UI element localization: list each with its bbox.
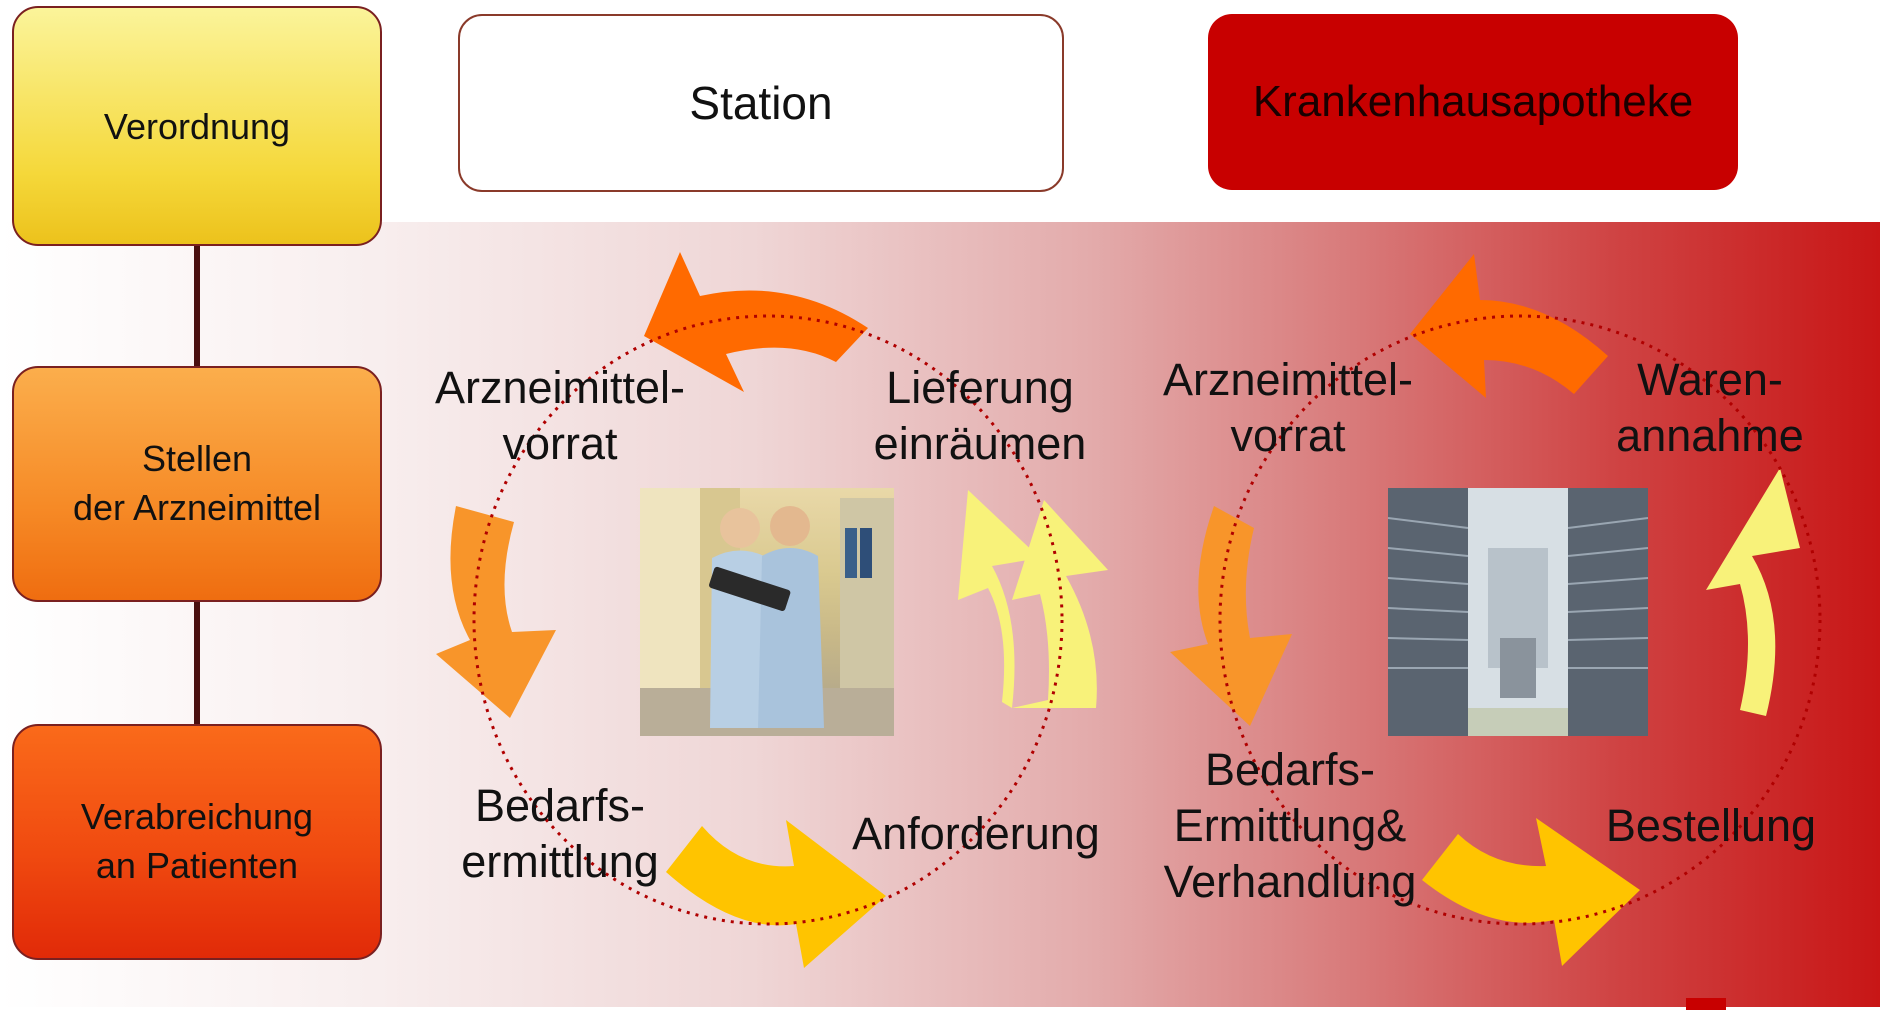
apotheke-warenannahme-line1: Waren- <box>1637 354 1783 405</box>
station-lieferung-label: Lieferung einräumen <box>850 360 1110 472</box>
station-vorrat-label: Arzneimittel- vorrat <box>420 360 700 472</box>
apotheke-bedarf-line2: Ermittlung& <box>1173 800 1407 851</box>
nurses-photo <box>640 488 894 736</box>
right-up-arrow-icon <box>958 490 1108 708</box>
apotheke-vorrat-line2: vorrat <box>1230 410 1346 461</box>
apotheke-header-box: Krankenhausapotheke <box>1208 14 1738 190</box>
apotheke-bedarf-label: Bedarfs- Ermittlung& Verhandlung <box>1140 742 1440 910</box>
apotheke-warenannahme-line2: annahme <box>1616 410 1804 461</box>
station-vorrat-line1: Arzneimittel- <box>434 362 686 413</box>
left-down-arrow-icon <box>1170 506 1292 726</box>
top-left-arrow-icon <box>1410 254 1608 398</box>
station-bedarf-line2: ermittlung <box>461 836 659 887</box>
verabreichung-box: Verabreichung an Patienten <box>12 724 382 960</box>
process-connector <box>194 602 200 724</box>
station-anforderung-label: Anforderung <box>852 808 1100 859</box>
verabreichung-label-line2: an Patienten <box>95 845 299 886</box>
verabreichung-label-line1: Verabreichung <box>80 796 314 838</box>
apotheke-bedarf-line1: Bedarfs- <box>1204 744 1376 795</box>
top-left-arrow-icon <box>644 252 868 392</box>
station-bedarf-line1: Bedarfs- <box>474 780 646 831</box>
station-cycle-dotted <box>472 314 1064 926</box>
verordnung-label: Verordnung <box>103 105 291 147</box>
apotheke-warenannahme-label: Waren- annahme <box>1590 352 1830 464</box>
stellen-label-line1: Stellen <box>141 438 253 480</box>
bottom-right-arrow-icon <box>1422 818 1640 966</box>
station-header-box: Station <box>458 14 1064 192</box>
apotheke-header-label: Krankenhausapotheke <box>1252 77 1694 126</box>
logo-fragment <box>1686 998 1726 1010</box>
station-header-label: Station <box>689 77 833 129</box>
apotheke-vorrat-line1: Arzneimittel- <box>1162 354 1414 405</box>
verordnung-box: Verordnung <box>12 6 382 246</box>
station-lieferung-line1: Lieferung <box>886 362 1074 413</box>
left-down-arrow-icon <box>436 506 556 718</box>
apotheke-cycle-dotted <box>1218 314 1822 926</box>
apotheke-bestellung-label: Bestellung <box>1605 800 1817 851</box>
right-up-arrow-icon <box>1706 468 1800 716</box>
apotheke-vorrat-label: Arzneimittel- vorrat <box>1148 352 1428 464</box>
station-bedarf-label: Bedarfs- ermittlung <box>420 778 700 890</box>
station-lieferung-line2: einräumen <box>873 418 1087 469</box>
bottom-right-arrow-icon <box>666 820 886 968</box>
warehouse-photo <box>1388 488 1648 736</box>
apotheke-bedarf-line3: Verhandlung <box>1163 856 1417 907</box>
stellen-label-line2: der Arzneimittel <box>72 487 322 528</box>
process-connector <box>194 246 200 366</box>
stellen-box: Stellen der Arzneimittel <box>12 366 382 602</box>
station-vorrat-line2: vorrat <box>502 418 618 469</box>
